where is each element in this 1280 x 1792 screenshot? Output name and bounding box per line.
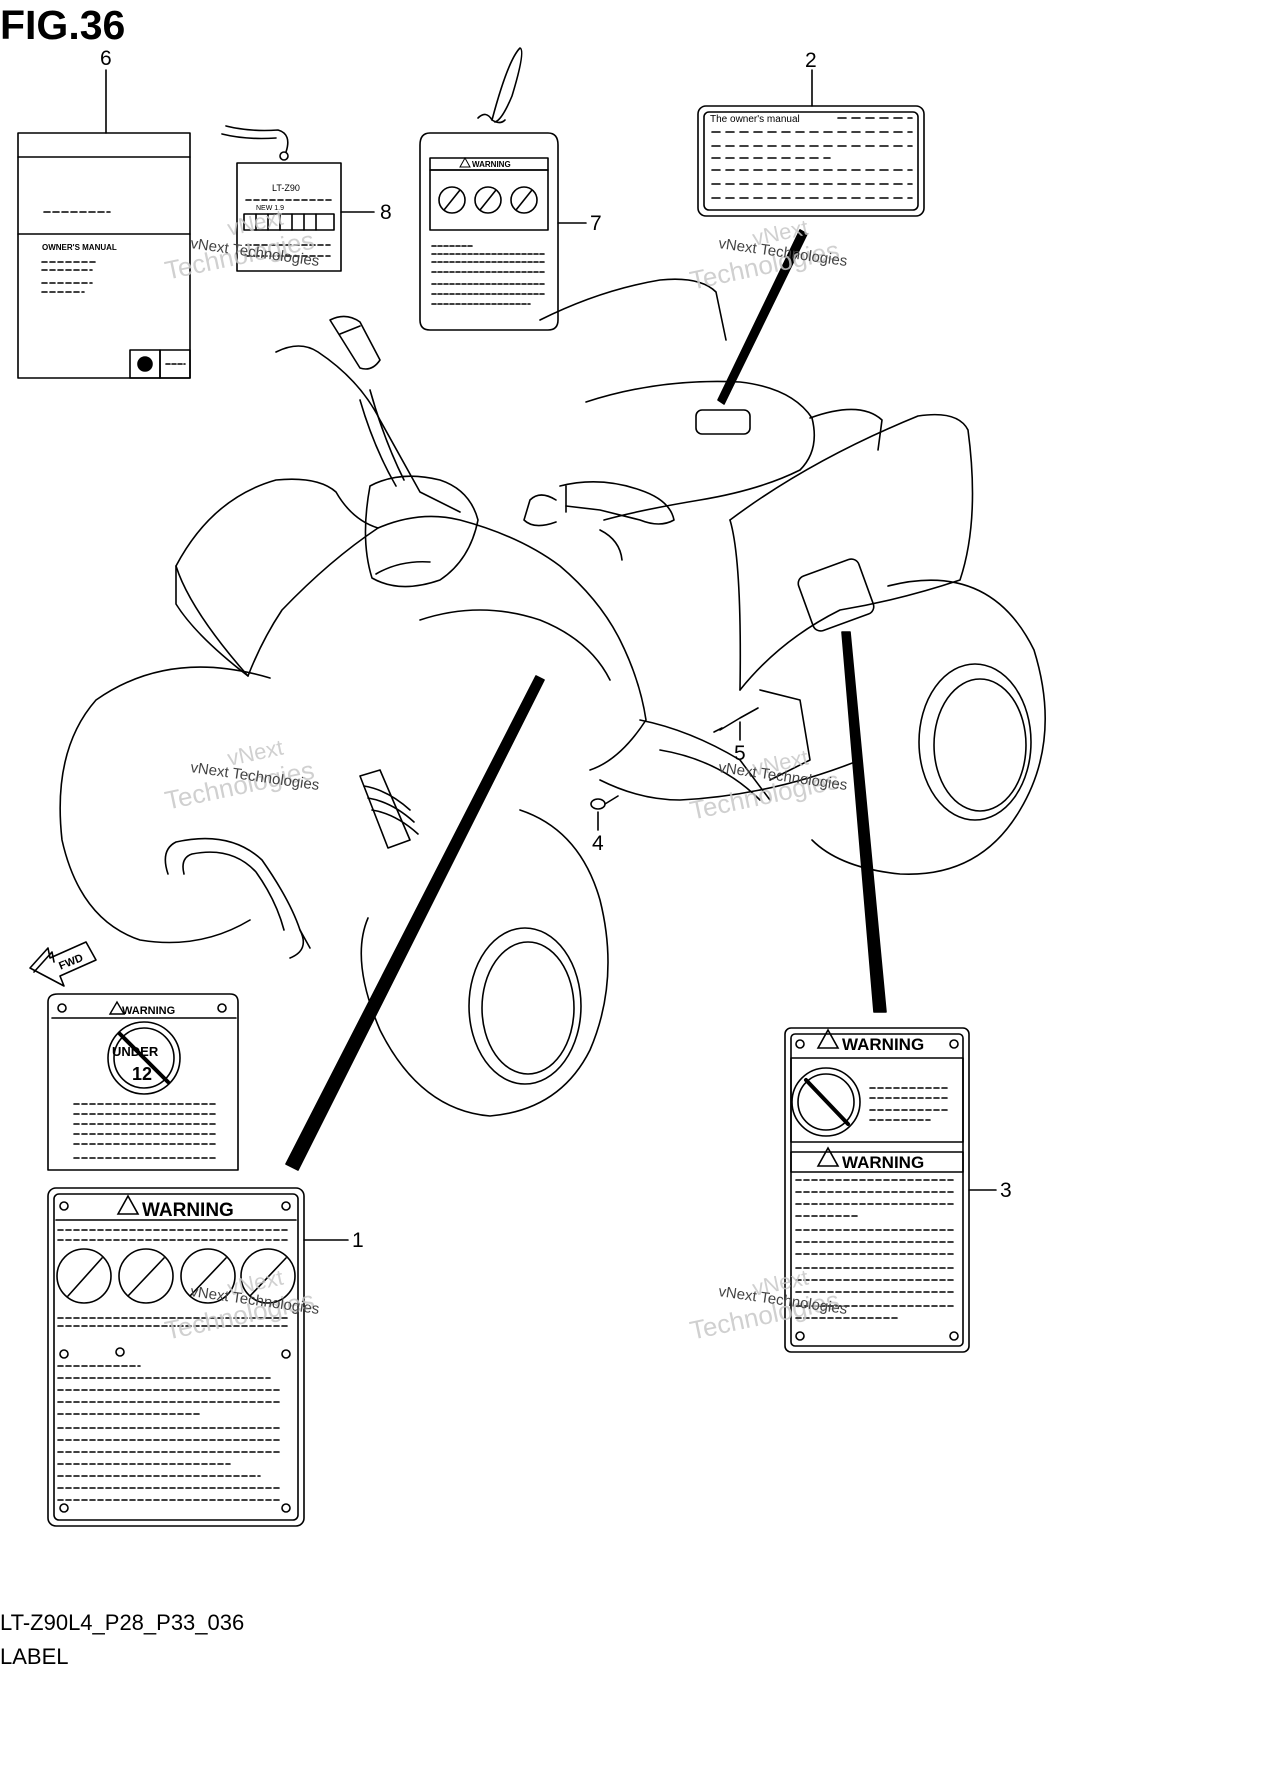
warning-triangle-icon — [459, 156, 471, 168]
under-age-text: UNDER — [112, 1044, 159, 1059]
warning-triangle-icon — [816, 1028, 840, 1049]
figure-caption: LABEL — [0, 1644, 69, 1669]
warning-triangle-icon — [108, 1000, 126, 1015]
fwd-arrow — [29, 941, 97, 987]
watermark-group: vNext Technologies vNext Technologies vN… — [162, 205, 842, 1346]
model-tag-sub: NEW 1.9 — [256, 205, 284, 212]
callout-5[interactable]: 5 — [734, 742, 746, 765]
atv-vehicle — [59, 278, 1046, 1117]
part-6-owners-manual[interactable] — [17, 69, 191, 379]
watermark-inline-group: vNext Technologies vNext Technologies vN… — [189, 235, 848, 1318]
figure-title: FIG.36 — [0, 2, 126, 48]
side-warning-top-heading: WARNING — [842, 1035, 924, 1054]
part-2-manual-notice-label[interactable] — [697, 69, 925, 405]
part-1-warning-labels[interactable] — [47, 675, 545, 1527]
callout-3[interactable]: 3 — [1000, 1179, 1012, 1202]
callout-1[interactable]: 1 — [352, 1229, 364, 1252]
under-age-number: 12 — [132, 1064, 152, 1084]
callout-7[interactable]: 7 — [590, 212, 602, 235]
main-warning-heading: WARNING — [142, 1200, 234, 1221]
model-tag-model: LT-Z90 — [272, 183, 300, 193]
callout-2[interactable]: 2 — [805, 49, 817, 72]
part-3-side-warning-label[interactable] — [784, 631, 997, 1353]
hang-tag-warning: WARNING — [472, 160, 511, 169]
manual-notice-heading: The owner's manual — [710, 114, 800, 125]
side-warning-bottom-heading: WARNING — [842, 1153, 924, 1172]
figure-code: LT-Z90L4_P28_P33_036 — [0, 1610, 245, 1635]
owners-manual-heading: OWNER'S MANUAL — [42, 243, 117, 252]
callout-4[interactable]: 4 — [592, 832, 604, 855]
callout-6[interactable]: 6 — [100, 47, 112, 70]
warning-triangle-icon — [116, 1194, 140, 1215]
under-age-warning-heading: WARNING — [122, 1005, 175, 1017]
part-8-model-tag[interactable] — [221, 125, 375, 272]
warning-triangle-icon — [816, 1146, 840, 1167]
part-7-hang-tag[interactable] — [419, 47, 587, 331]
callout-8[interactable]: 8 — [380, 201, 392, 224]
